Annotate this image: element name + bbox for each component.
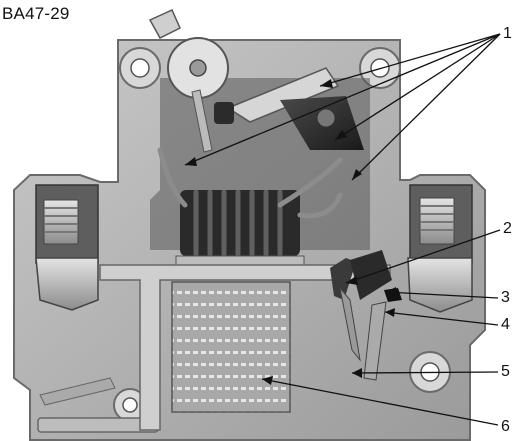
callout-label-6: 6 (501, 418, 510, 435)
braided-wires (157, 147, 343, 219)
left-terminal (35, 184, 99, 311)
callout-label-4: 4 (501, 316, 510, 333)
operating-lever (148, 9, 229, 153)
inner-partition (99, 264, 391, 431)
callout-label-3: 3 (501, 289, 510, 306)
arrowheads (185, 79, 396, 385)
figure-title: BA47-29 (2, 4, 70, 23)
callout-label-2: 2 (503, 220, 512, 237)
leader-lines (184, 33, 501, 426)
callout-label-1: 1 (503, 25, 512, 42)
callout-label-5: 5 (501, 363, 510, 380)
right-terminal (407, 184, 473, 313)
trip-coil (175, 189, 305, 267)
latch-mechanism (214, 67, 364, 150)
arc-chute (171, 281, 291, 413)
